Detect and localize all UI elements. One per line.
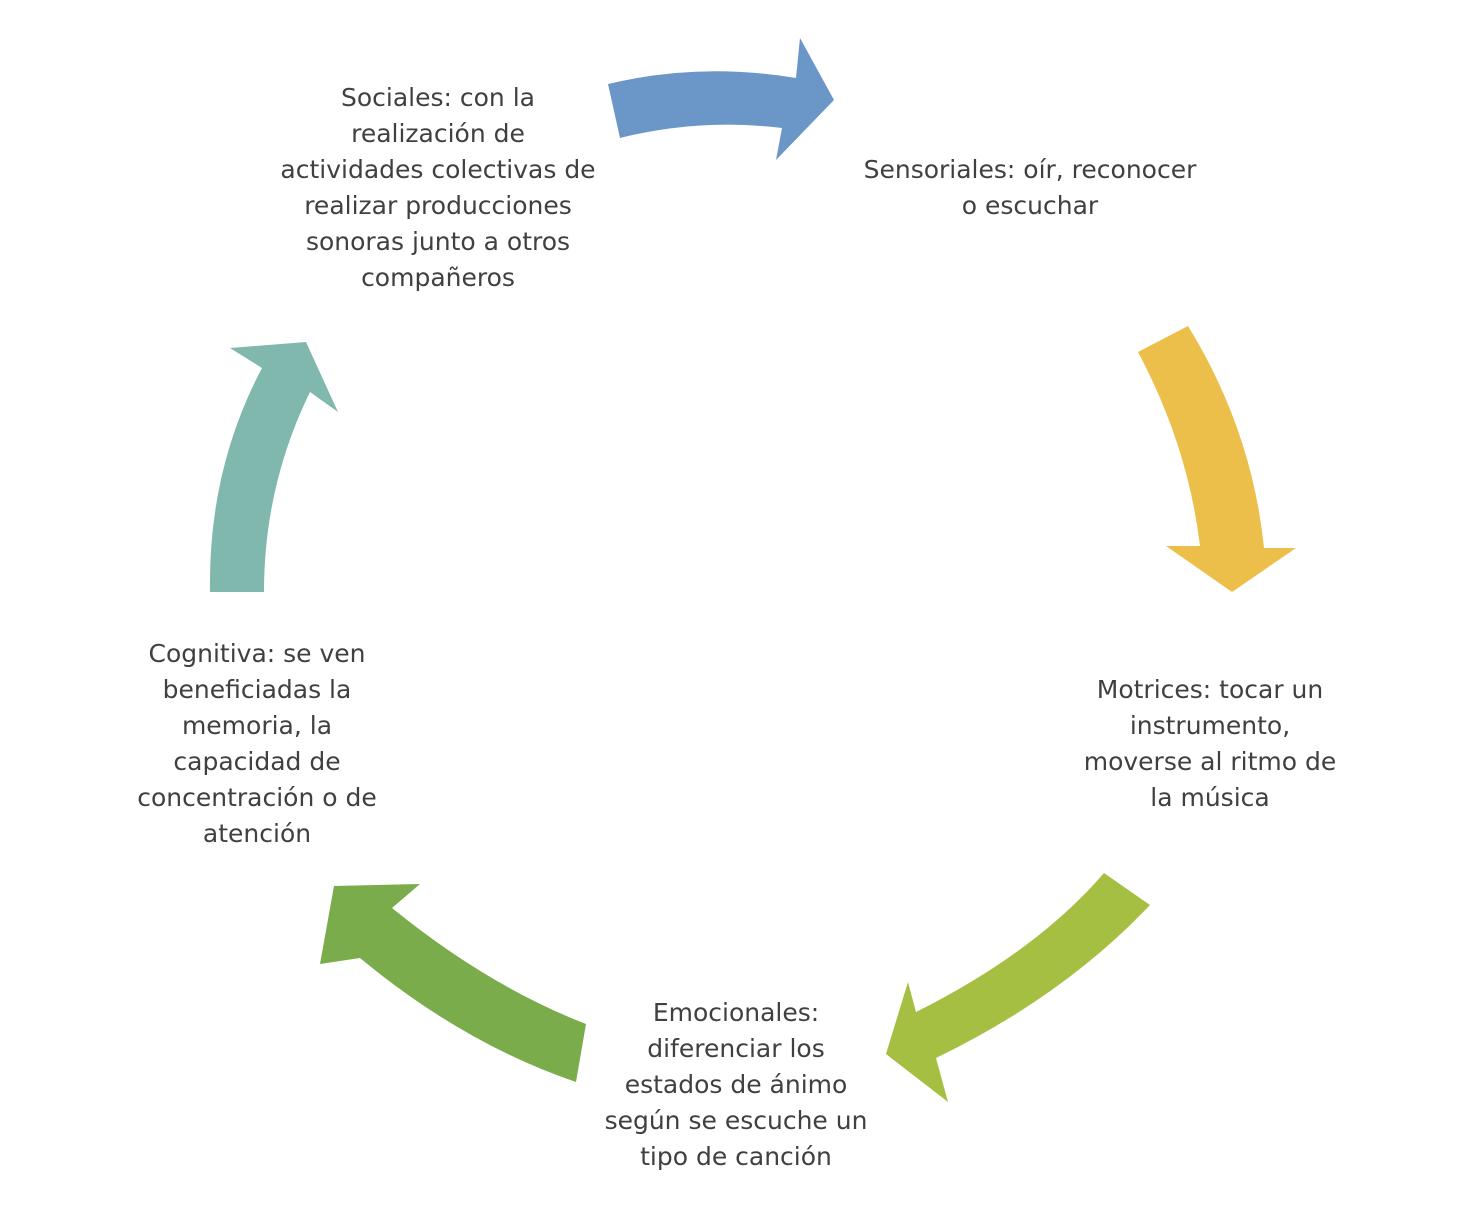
node-cognitiva: Cognitiva: se ven beneficiadas la memori… xyxy=(80,636,434,852)
node-sensoriales-line: Sensoriales: oír, reconocer xyxy=(863,155,1197,184)
node-cognitiva-line: atención xyxy=(202,819,312,848)
node-motrices-line: Motrices: tocar un xyxy=(1096,675,1324,704)
arrow-sensoriales-to-motrices xyxy=(1138,326,1296,592)
node-motrices-line: la música xyxy=(1150,783,1270,812)
node-sociales-line: compañeros xyxy=(361,263,515,292)
node-sociales: Sociales: con la realización de activida… xyxy=(240,80,636,296)
node-motrices-line: instrumento, xyxy=(1129,711,1291,740)
node-cognitiva-line: memoria, la xyxy=(181,711,333,740)
node-emocionales-line: Emocionales: xyxy=(652,998,820,1027)
node-emocionales-line: según se escuche un xyxy=(604,1106,868,1135)
node-emocionales-line: diferenciar los xyxy=(647,1034,825,1063)
node-cognitiva-line: concentración o de xyxy=(137,783,377,812)
node-sociales-line: actividades colectivas de xyxy=(280,155,596,184)
node-sensoriales-line: o escuchar xyxy=(961,191,1099,220)
node-sociales-line: realizar producciones xyxy=(304,191,572,220)
node-emocionales-line: tipo de canción xyxy=(640,1142,832,1171)
node-cognitiva-line: beneficiadas la xyxy=(162,675,352,704)
node-motrices: Motrices: tocar un instrumento, moverse … xyxy=(1040,672,1380,816)
node-cognitiva-line: Cognitiva: se ven xyxy=(148,639,366,668)
node-sociales-line: sonoras junto a otros xyxy=(305,227,571,256)
node-emocionales-line: estados de ánimo xyxy=(624,1070,848,1099)
node-sociales-line: realización de xyxy=(351,119,525,148)
node-cognitiva-line: capacidad de xyxy=(173,747,341,776)
node-sociales-line: Sociales: con la xyxy=(341,83,535,112)
node-emocionales: Emocionales: diferenciar los estados de … xyxy=(540,995,932,1175)
arrow-sociales-to-sensoriales xyxy=(608,38,834,160)
arrow-cognitiva-to-sociales xyxy=(209,342,338,592)
arrow-emocionales-to-cognitiva xyxy=(320,884,586,1082)
arrow-motrices-to-emocionales xyxy=(886,873,1150,1102)
node-motrices-line: moverse al ritmo de xyxy=(1083,747,1337,776)
node-sensoriales: Sensoriales: oír, reconocer o escuchar xyxy=(820,152,1240,224)
